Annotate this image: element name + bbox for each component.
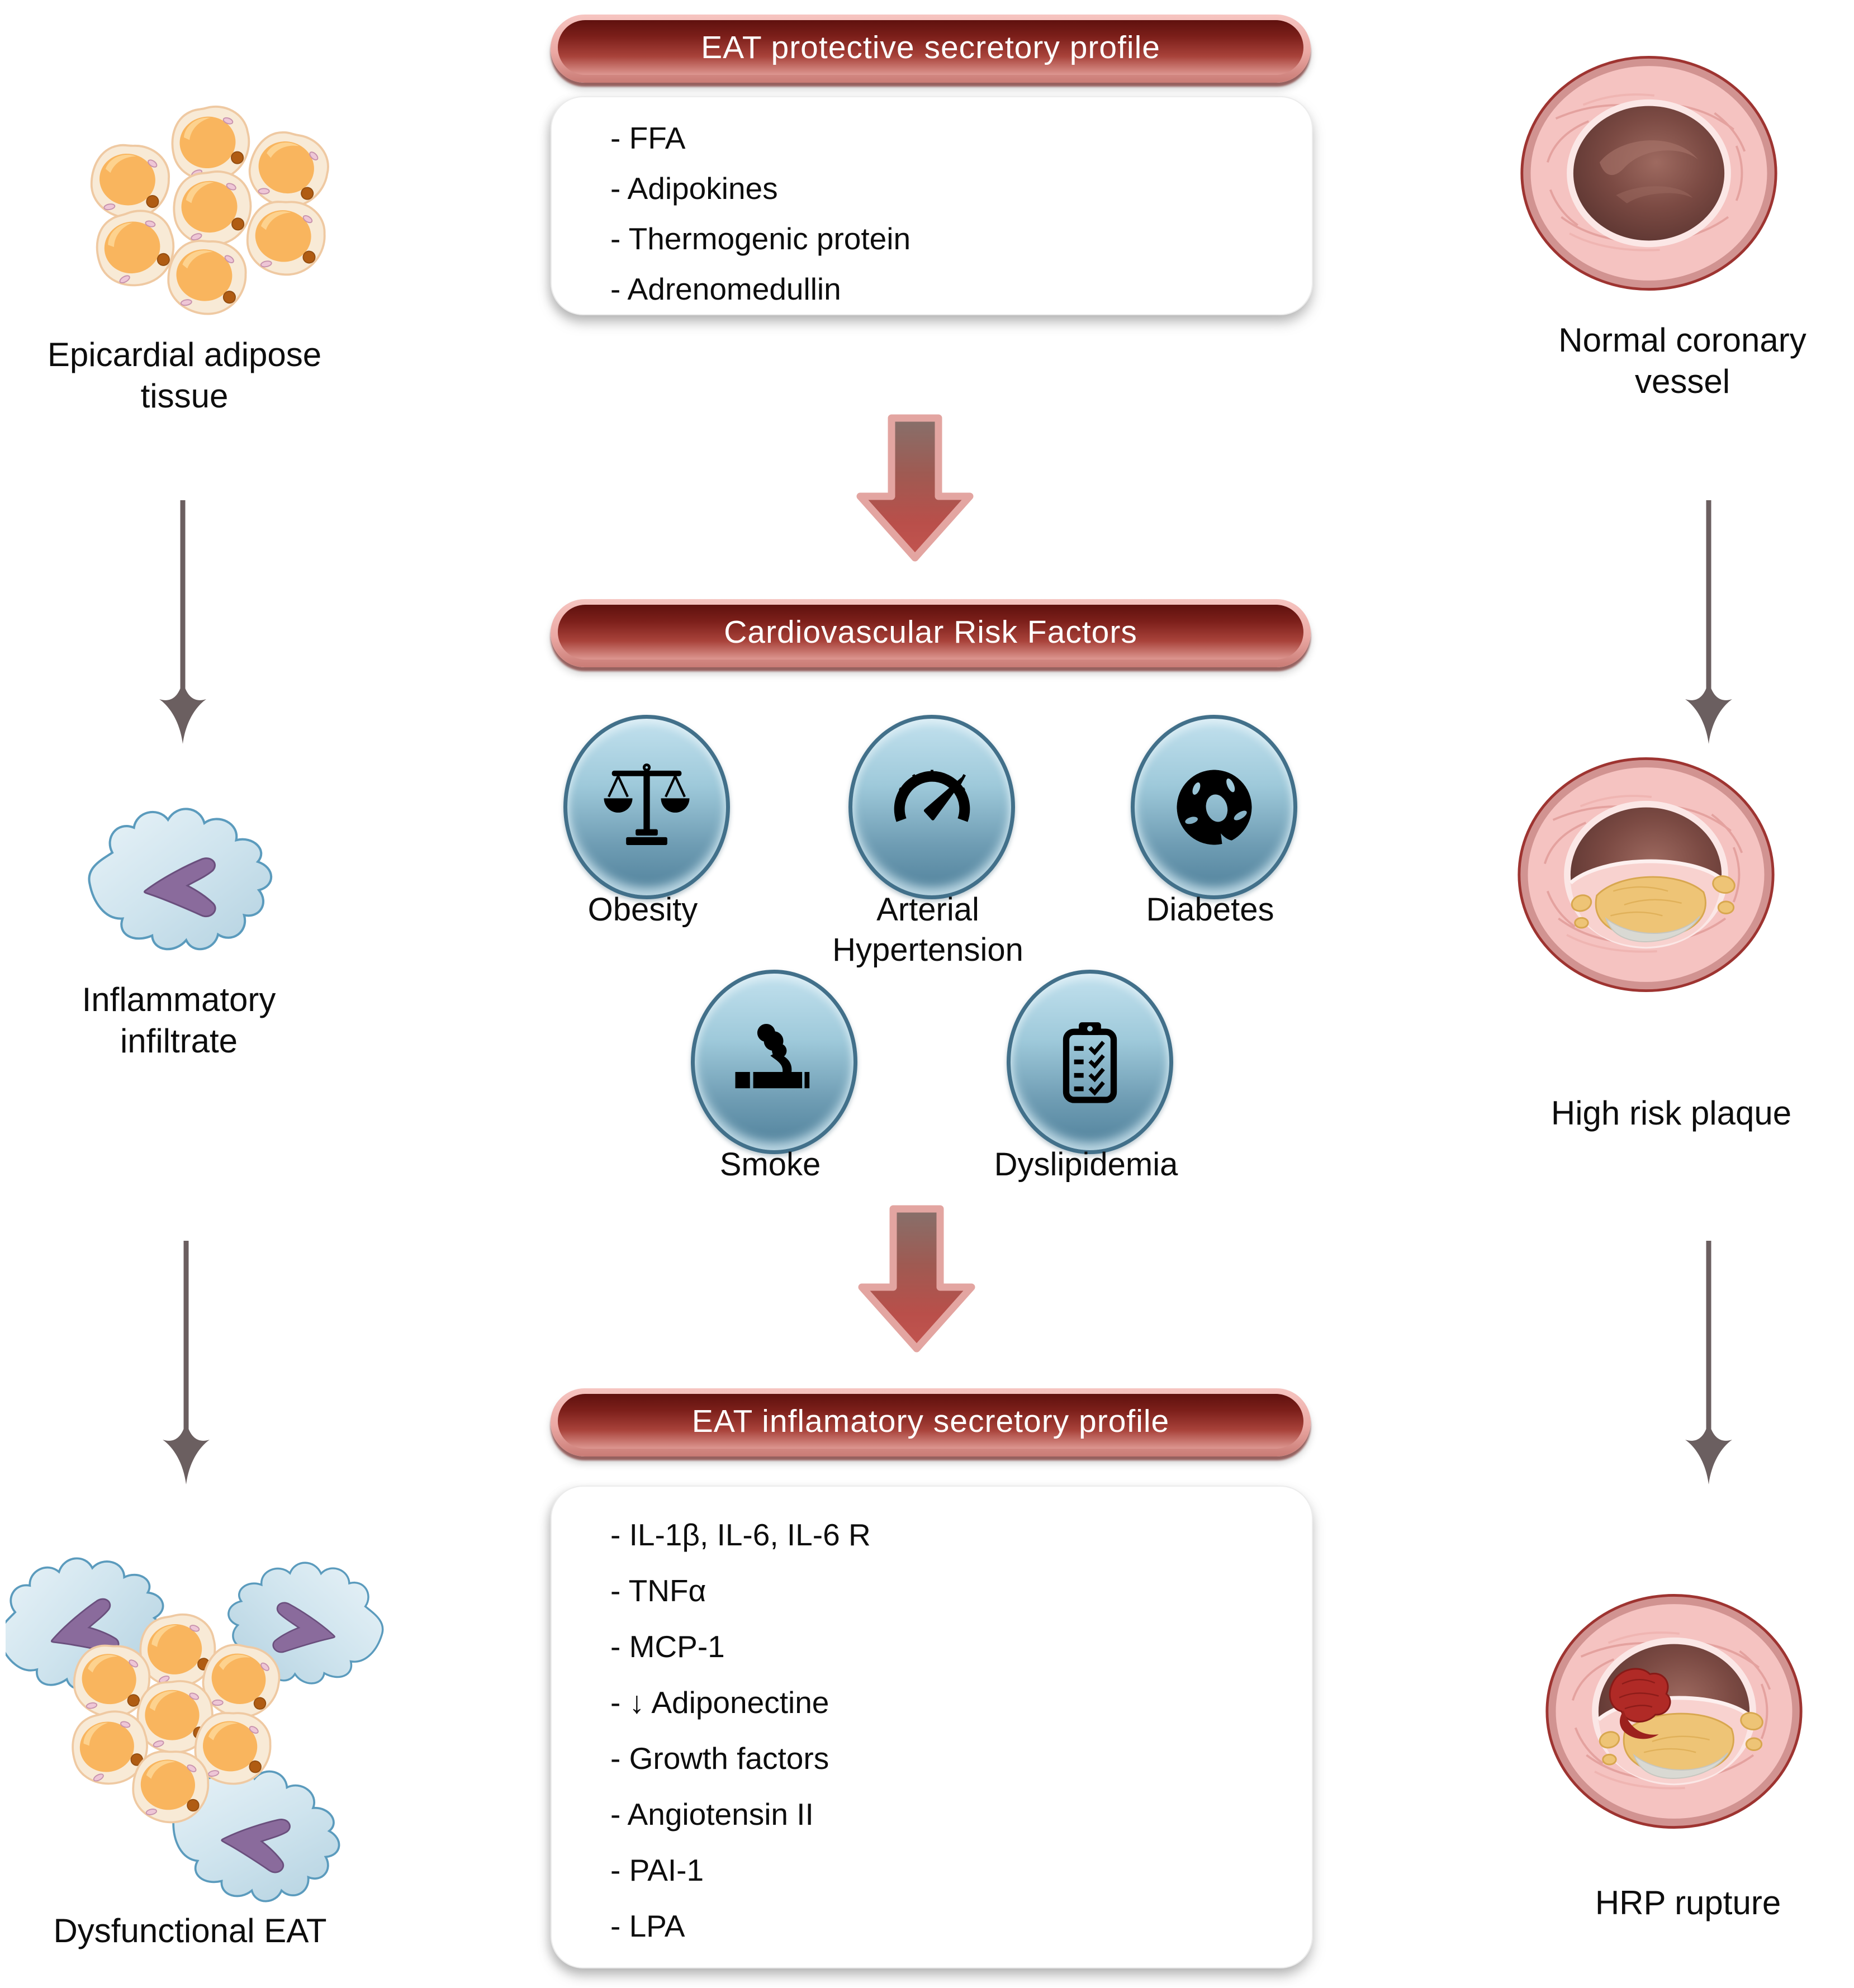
high-risk-plaque-label: High risk plaque <box>1550 1094 1792 1132</box>
risk-factors-banner-inner: Cardiovascular Risk Factors <box>558 605 1303 659</box>
list-item: - ↓ Adiponectine <box>610 1685 829 1720</box>
hypertension-circle <box>848 715 1015 899</box>
risk-factors-banner-text: Cardiovascular Risk Factors <box>724 614 1137 650</box>
epicardial-adipose-tissue-label: Epicardial adipose tissue <box>47 336 322 415</box>
dysfunctional-eat-label: Dysfunctional EAT <box>53 1912 327 1949</box>
list-item: - PAI-1 <box>610 1853 704 1887</box>
right-arrow-1 <box>1685 500 1732 744</box>
list-item: - MCP-1 <box>610 1629 725 1664</box>
obesity-label: Obesity <box>587 891 698 928</box>
diabetes-circle <box>1131 715 1297 899</box>
list-item: - Adrenomedullin <box>610 272 841 306</box>
normal-coronary-vessel-label: Normal coronary vessel <box>1558 321 1806 400</box>
protective-profile-banner-inner: EAT protective secretory profile <box>558 20 1303 75</box>
inflammatory-infiltrate-illustration <box>73 798 291 969</box>
protective-profile-banner-text: EAT protective secretory profile <box>701 30 1160 65</box>
list-item: - Angiotensin II <box>610 1797 814 1832</box>
risk-factors-banner: Cardiovascular Risk Factors <box>551 599 1311 667</box>
left-arrow-2 <box>163 1241 210 1484</box>
down-block-arrow-2 <box>850 1204 984 1355</box>
left-arrow-1 <box>159 500 206 744</box>
normal-coronary-vessel-illustration <box>1520 55 1777 291</box>
inflammatory-profile-box: - IL-1β, IL-6, IL-6 R - TNFα - MCP-1 - ↓… <box>551 1486 1313 1968</box>
donut-icon <box>1176 769 1252 845</box>
hypertension-label: Arterial Hypertension <box>832 891 1023 968</box>
balance-scale-icon <box>604 763 690 845</box>
inflammatory-profile-banner-inner: EAT inflamatory secretory profile <box>558 1394 1303 1449</box>
list-item: - Adipokines <box>610 171 778 206</box>
gauge-icon <box>894 769 970 822</box>
inflammatory-profile-banner: EAT inflamatory secretory profile <box>551 1388 1311 1456</box>
protective-profile-banner: EAT protective secretory profile <box>551 15 1311 83</box>
dyslipidemia-label: Dyslipidemia <box>994 1146 1178 1183</box>
list-item: - IL-1β, IL-6, IL-6 R <box>610 1517 871 1552</box>
diabetes-label: Diabetes <box>1146 891 1274 928</box>
cigarette-icon <box>735 1023 809 1088</box>
epicardial-adipose-tissue-illustration <box>86 103 338 319</box>
list-item: - FFA <box>610 121 686 155</box>
down-block-arrow-1 <box>848 414 982 564</box>
list-item: - Growth factors <box>610 1741 829 1776</box>
inflammatory-profile-banner-text: EAT inflamatory secretory profile <box>691 1403 1170 1439</box>
inflammatory-infiltrate-label: Inflammatory infiltrate <box>82 981 276 1060</box>
obesity-circle <box>563 715 730 899</box>
dysfunctional-eat-illustration <box>6 1548 390 1903</box>
checklist-icon <box>1063 1022 1117 1103</box>
high-risk-plaque-illustration <box>1518 757 1775 993</box>
smoke-label: Smoke <box>719 1146 821 1183</box>
dyslipidemia-circle <box>1007 970 1173 1154</box>
hrp-rupture-label: HRP rupture <box>1595 1884 1781 1921</box>
list-item: - Thermogenic protein <box>610 221 911 256</box>
protective-profile-box: - FFA - Adipokines - Thermogenic protein… <box>551 96 1313 315</box>
right-arrow-2 <box>1685 1241 1732 1484</box>
list-item: - TNFα <box>610 1573 706 1608</box>
hrp-rupture-illustration <box>1545 1593 1803 1829</box>
smoke-circle <box>691 970 857 1154</box>
list-item: - LPA <box>610 1909 685 1943</box>
